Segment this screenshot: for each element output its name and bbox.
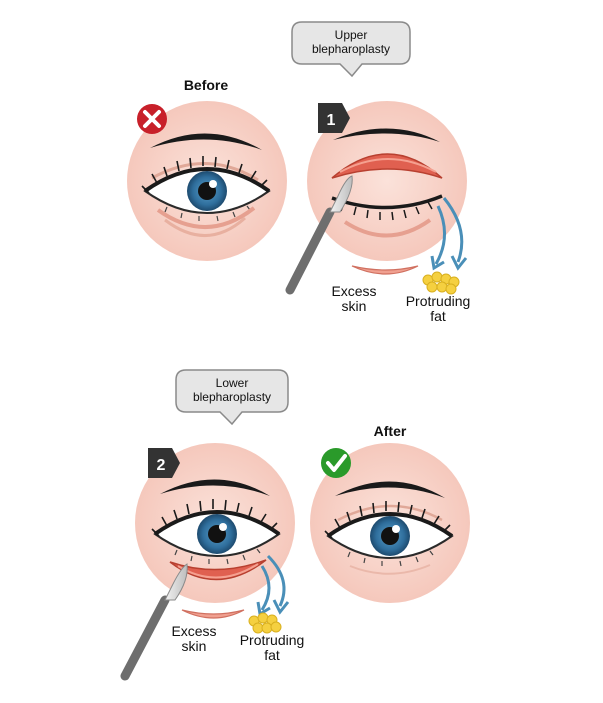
- upper-excess-label-1: Excess: [331, 283, 376, 299]
- before-title: Before: [184, 77, 229, 93]
- scalpel-2: [120, 563, 188, 681]
- scalpel-1: [285, 175, 353, 295]
- panel-before: Before: [127, 77, 287, 261]
- step-2-badge: 2: [148, 448, 180, 478]
- upper-excess-label-2: skin: [342, 298, 367, 314]
- step-2-number: 2: [157, 457, 166, 474]
- check-icon: [321, 448, 351, 478]
- upper-incision-area: [331, 153, 443, 179]
- lower-speech-bubble: Lower blepharoplasty: [175, 369, 289, 426]
- eyebrow: [160, 479, 270, 496]
- upper-bubble-line1: Upper: [335, 28, 368, 42]
- eyebrow: [333, 128, 440, 142]
- upper-fat-label-1: Protruding: [406, 293, 471, 309]
- before-eye: [140, 133, 271, 237]
- step-1-badge: 1: [318, 103, 350, 133]
- lower-bubble-line2: blepharoplasty: [193, 390, 271, 404]
- eyebrow: [335, 481, 445, 498]
- upper-speech-bubble: Upper blepharoplasty: [291, 21, 411, 78]
- lower-excess-label-2: skin: [182, 638, 207, 654]
- upper-arrows: [430, 197, 468, 271]
- under-eye-bag: [156, 206, 256, 229]
- lower-excess-label-1: Excess: [171, 623, 216, 639]
- cross-icon: [137, 104, 167, 134]
- upper-bubble-line2: blepharoplasty: [312, 42, 390, 56]
- panel-upper: Upper blepharoplasty 1: [285, 21, 471, 324]
- lower-bubble-line1: Lower: [216, 376, 249, 390]
- after-title: After: [374, 423, 407, 439]
- lower-excess-skin-piece: [181, 609, 245, 619]
- eyebrow: [150, 133, 262, 150]
- step-1-number: 1: [327, 112, 336, 129]
- panel-lower: Lower blepharoplasty 2: [120, 369, 305, 681]
- lower-fat-label-1: Protruding: [240, 632, 305, 648]
- panel-after: After: [310, 423, 470, 603]
- upper-excess-skin-piece: [351, 265, 419, 275]
- upper-fat-cluster: [422, 271, 460, 295]
- upper-fat-label-2: fat: [430, 308, 446, 324]
- lower-fat-cluster: [248, 612, 282, 634]
- lower-fat-label-2: fat: [264, 647, 280, 663]
